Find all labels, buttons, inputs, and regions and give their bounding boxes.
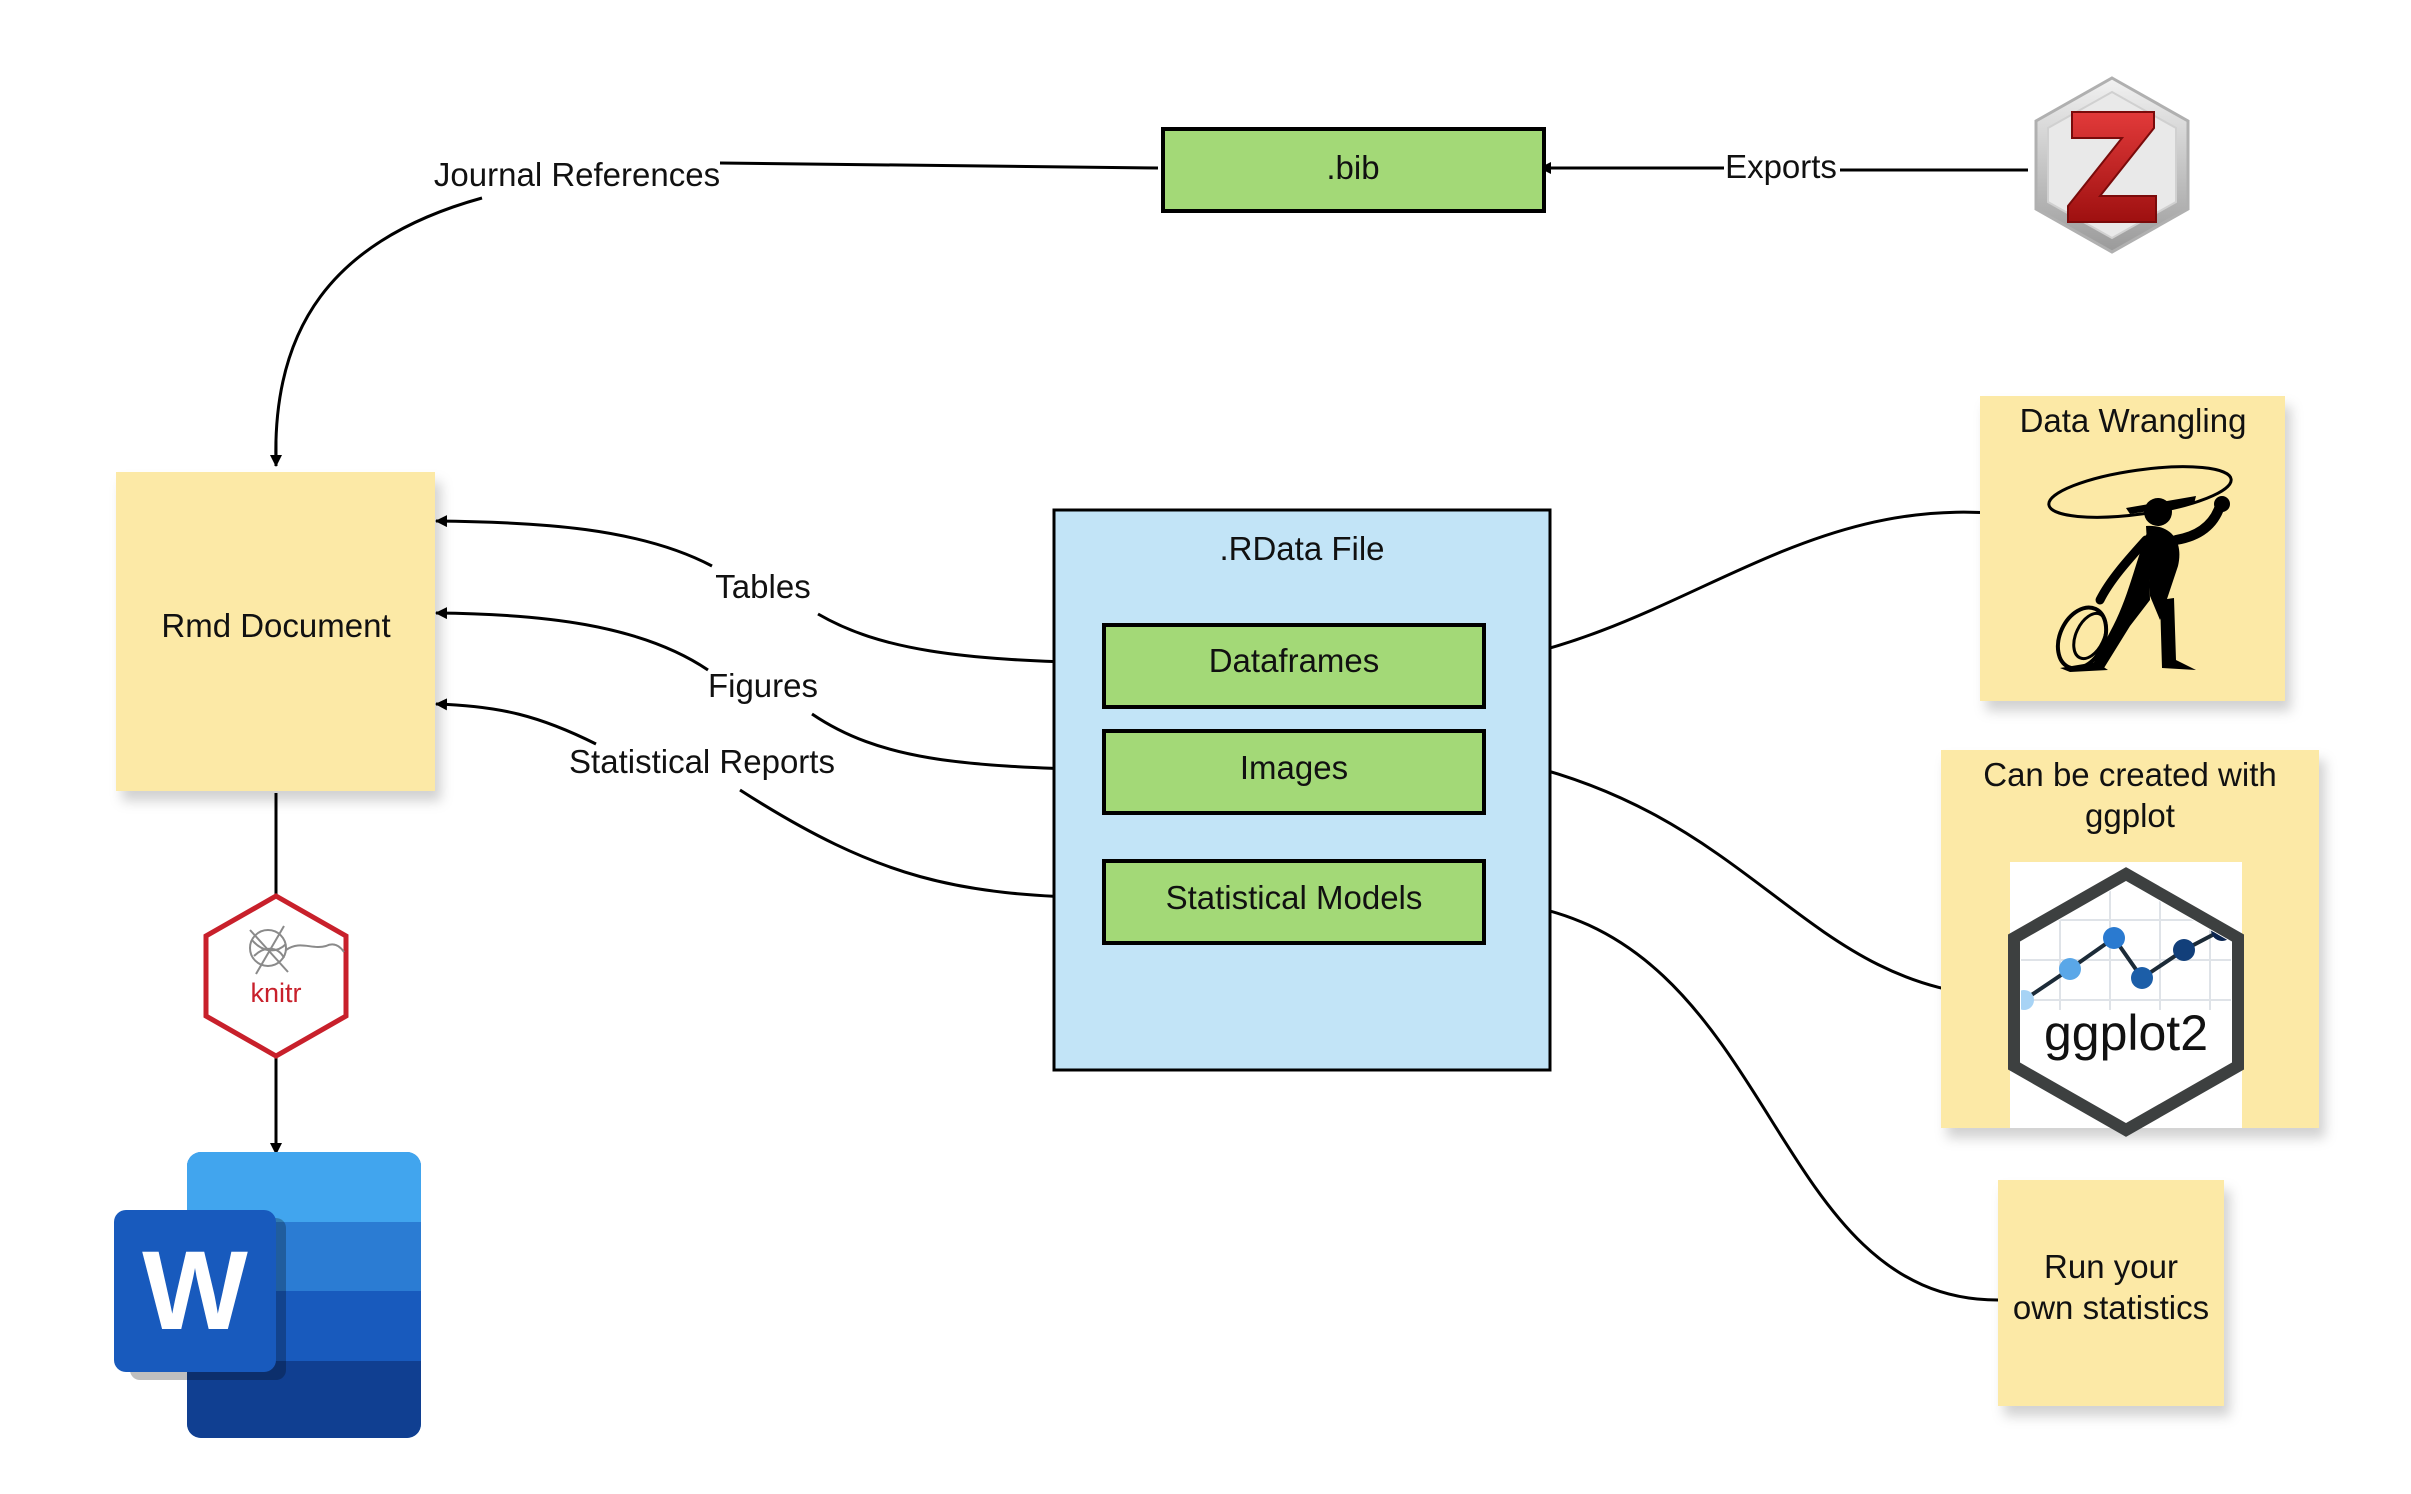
edge-exports <box>1540 168 2028 170</box>
rmd-document-note <box>116 472 435 791</box>
knitr-logo-text: knitr <box>250 978 301 1008</box>
edge-ggplot <box>1489 753 2011 999</box>
ggplot2-logo-text: ggplot2 <box>2044 1005 2208 1061</box>
images-label: Images <box>1240 749 1348 786</box>
dataframes-box <box>1102 623 1486 709</box>
edge-figures <box>436 613 1103 772</box>
dataframes-label: Dataframes <box>1209 642 1380 679</box>
ggplot-note-line2: ggplot <box>2085 797 2175 834</box>
edge-journal-references <box>274 161 1159 465</box>
edge-label-journal-references: Journal References <box>434 156 720 193</box>
data-wrangling-label: Data Wrangling <box>2020 402 2247 439</box>
bib-label: .bib <box>1326 149 1379 186</box>
rdata-file-label: .RData File <box>1219 530 1384 567</box>
own-statistics-line2: own statistics <box>2013 1289 2209 1326</box>
bib-box <box>1161 127 1546 213</box>
own-statistics-line1: Run your <box>2044 1248 2178 1285</box>
zotero-logo-icon: Z <box>2034 76 2190 254</box>
edge-label-statistical-reports: Statistical Reports <box>569 743 835 780</box>
ggplot-note-line1: Can be created with <box>1983 756 2277 793</box>
edge-label-tables: Tables <box>715 568 810 605</box>
edge-own-stats <box>1489 895 1999 1302</box>
knitr-logo-icon: knitr <box>203 893 349 1059</box>
edge-label-exports: Exports <box>1725 148 1837 185</box>
edge-label-figures: Figures <box>708 667 818 704</box>
statistical-models-box <box>1102 859 1486 945</box>
word-logo-icon: W <box>114 1152 421 1438</box>
own-statistics-note <box>1998 1180 2224 1406</box>
cowboy-lasso-icon <box>2047 465 2233 672</box>
edge-tables <box>436 521 1103 665</box>
edge-wrangling <box>1489 510 2061 667</box>
edge-statistical-reports <box>436 704 1103 900</box>
rmd-document-label: Rmd Document <box>161 607 390 644</box>
statistical-models-label: Statistical Models <box>1166 879 1423 916</box>
images-box <box>1102 729 1486 815</box>
word-logo-letter: W <box>142 1228 248 1353</box>
ggplot2-hex-logo: ggplot2 <box>2008 867 2244 1137</box>
